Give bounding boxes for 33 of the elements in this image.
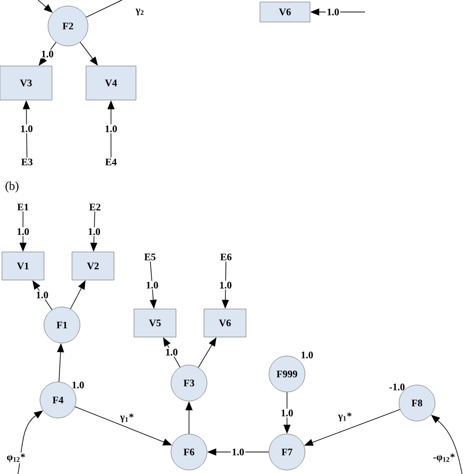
edge-label: γ$_{1}$* [337, 412, 353, 422]
variable-box: V5 [134, 308, 176, 338]
edge-label: γ$_{1}$* [119, 412, 135, 424]
variable-box: V1 [2, 252, 44, 280]
error-label: E6 [220, 254, 232, 260]
variable-box: V6 [260, 2, 310, 22]
edge-label: 1.0 [230, 448, 246, 456]
edge-label: 1.0 [16, 227, 30, 236]
edge-label: 1.0 [280, 408, 294, 418]
variable-box: V3 [0, 66, 52, 100]
edge-label: 1.0 [34, 290, 50, 300]
edge-label: 1.0 [19, 124, 34, 134]
edge-label: 1.0 [104, 124, 118, 134]
edge-label: 1.0 [40, 50, 55, 58]
edge-label: 1.0 [164, 348, 179, 357]
loading-value: 1.0 [302, 352, 313, 358]
edge-label: 1.0 [326, 8, 340, 16]
edge-label: φ$_{12}$* [6, 452, 26, 464]
error-label: E5 [144, 254, 156, 260]
edge-label: 1.0 [218, 280, 233, 290]
edge-label: 1.0 [144, 280, 160, 290]
error-label: E2 [89, 204, 100, 210]
panel-label: (b) [6, 182, 18, 192]
variable-box: V6 [204, 308, 246, 338]
error-label: E4 [105, 158, 117, 166]
variable-box: V2 [72, 252, 114, 280]
path-line [86, 0, 122, 18]
edge-label: γ$_{2}$ [134, 8, 146, 16]
variable-box: V4 [86, 66, 136, 100]
error-label: E1 [17, 204, 28, 210]
edge-label: -φ$_{12}$* [432, 452, 456, 464]
edge-label: 1.0 [86, 227, 102, 236]
error-label: E3 [21, 158, 32, 166]
